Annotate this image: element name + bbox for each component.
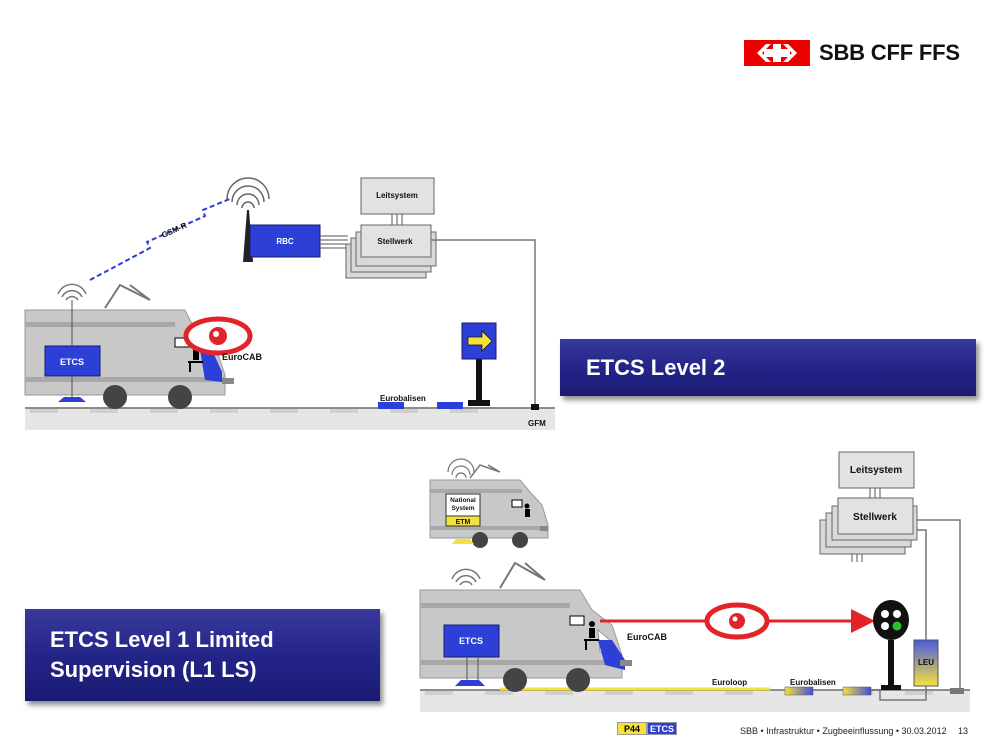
l2-eurobalise-1 [378,402,404,409]
l2-stellwerk-stack [345,224,437,279]
l2-gfm-device [531,404,539,410]
l2-train-antenna-icon [57,283,87,301]
sbb-logo: SBB CFF FFS [744,40,960,66]
l2-gsmr-link [89,197,233,281]
l2-ground [25,408,555,430]
l2-marker-board-icon [461,322,497,406]
l2-eurobalise-2 [437,402,463,409]
l1-train-antenna-icon [451,568,481,586]
l1-eurobalise-1 [784,686,814,696]
footer-tag-etcs: ETCS [647,722,677,735]
l1-gfm-device [950,688,964,694]
l1-signal-connection [851,554,863,562]
l2-stellwerk-label: Stellwerk [377,237,413,246]
banner-etcs-level-2-text: ETCS Level 2 [586,354,726,380]
l1-etm-label: ETM [456,519,471,526]
l2-rbc-box [249,224,321,258]
banner-l1-line-2: Supervision (L1 LS) [50,657,257,682]
l1-leitsystem-box [838,451,915,489]
l2-rbc-label: RBC [276,237,294,246]
l1-signal-icon [873,600,909,690]
banner-l1-line-1: ETCS Level 1 Limited [50,627,274,652]
l1-eurocab-label: EuroCAB [627,632,667,642]
l1-eurobalisen-label: Eurobalisen [790,678,836,687]
l1-etcs-label: ETCS [459,636,483,646]
l2-leitsystem-box [360,177,435,215]
banner-etcs-level-1-ls: ETCS Level 1 Limited Supervision (L1 LS) [25,609,380,701]
l2-eye-icon [183,316,253,356]
l1-etcs-box [443,624,500,658]
l1-etm-box [445,515,481,527]
l1-national-label-2: System [451,505,474,512]
l2-eurobalisen-label: Eurobalisen [380,394,426,403]
l2-leitsystem-link [391,214,403,225]
l1-stellwerk-label: Stellwerk [853,512,897,523]
footer-tag-p44: P44 [617,722,647,735]
banner-etcs-level-2: ETCS Level 2 [560,339,976,396]
l1-leitsystem-label: Leitsystem [850,465,902,476]
brand-name: SBB CFF FFS [819,40,960,65]
l2-etcs-label: ETCS [60,357,84,367]
l2-stellwerk-wire [431,239,536,405]
l1-driver-icon [569,615,599,650]
l1-stellwerk-stack [819,497,918,555]
l2-rbc-connection [320,235,348,249]
sbb-flag-icon [744,40,810,66]
l2-gfm-label: GFM [528,419,546,428]
l2-leitsystem-label: Leitsystem [376,191,418,200]
l1-euroloop-label: Euroloop [712,678,747,687]
l1-leitsystem-link [869,488,881,498]
l1-leu-label: LEU [918,658,934,667]
l1-eurobalise-2 [842,686,872,696]
l2-eurocab-label: EuroCAB [222,352,262,362]
footer-text: SBB • Infrastruktur • Zugbeeinflussung •… [740,726,947,736]
page-number: 13 [958,726,969,736]
l2-gsmr-label: GSM-R [160,221,188,240]
l1-national-antenna-icon [447,458,475,479]
l1-national-label-1: National [450,497,476,504]
l1-ground [420,690,970,712]
l1-eye-icon [704,602,770,640]
l2-sleepers [30,409,478,413]
